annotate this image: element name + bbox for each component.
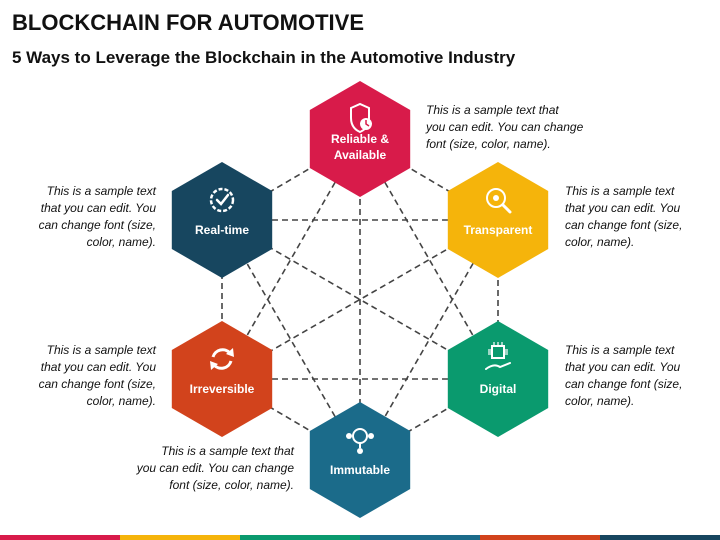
hexagon-realtime: Real-time: [171, 162, 273, 278]
eye-search-icon: [486, 188, 512, 214]
hexagon-label: Available: [334, 148, 387, 162]
footer-segment: [360, 535, 480, 540]
hexagon-immutable: Immutable: [309, 402, 411, 518]
hexagon-label: Digital: [480, 382, 517, 396]
description-immutable: This is a sample text that you can edit.…: [136, 444, 294, 492]
hexagon-digital: Digital: [447, 321, 549, 437]
hexagon-label: Real-time: [195, 223, 249, 237]
hexagon-label: Transparent: [464, 223, 533, 237]
description-realtime: This is a sample text that you can edit.…: [38, 184, 156, 249]
description-transparent: This is a sample text that you can edit.…: [565, 184, 683, 249]
hexagon-transparent: Transparent: [447, 162, 549, 278]
description-reliable: This is a sample text that you can edit.…: [426, 103, 584, 151]
hexagon-shape: [171, 162, 273, 278]
page-title: BLOCKCHAIN FOR AUTOMOTIVE: [12, 10, 364, 35]
footer-segment: [120, 535, 240, 540]
hexagon-shape: [447, 321, 549, 437]
cycle-arrows-icon: [210, 348, 234, 370]
hexagon-shape: [447, 162, 549, 278]
hexagon-irreversible: Irreversible: [171, 321, 273, 437]
hexagon-label: Reliable &: [331, 132, 389, 146]
hexagon-shape: [309, 81, 411, 197]
description-irreversible: This is a sample text that you can edit.…: [38, 343, 156, 408]
hexagon-label: Irreversible: [190, 382, 255, 396]
chip-hand-icon: [485, 342, 511, 370]
shield-clock-icon: [350, 102, 372, 134]
hexagon-nodes: Reliable & AvailableTransparentDigitalImm…: [171, 81, 549, 518]
hexagon-shape: [309, 402, 411, 518]
clock-check-icon: [209, 187, 235, 213]
footer-segment: [600, 535, 720, 540]
footer-segment: [480, 535, 600, 540]
hexagon-reliable: Reliable & Available: [309, 81, 411, 197]
footer-color-bar: [0, 535, 720, 540]
footer-segment: [240, 535, 360, 540]
hexagon-label: Immutable: [330, 463, 390, 477]
description-digital: This is a sample text that you can edit.…: [565, 343, 683, 408]
page-subtitle: 5 Ways to Leverage the Blockchain in the…: [12, 48, 516, 67]
blockchain-network-icon: [346, 428, 374, 454]
hexagon-shape: [171, 321, 273, 437]
footer-segment: [0, 535, 120, 540]
